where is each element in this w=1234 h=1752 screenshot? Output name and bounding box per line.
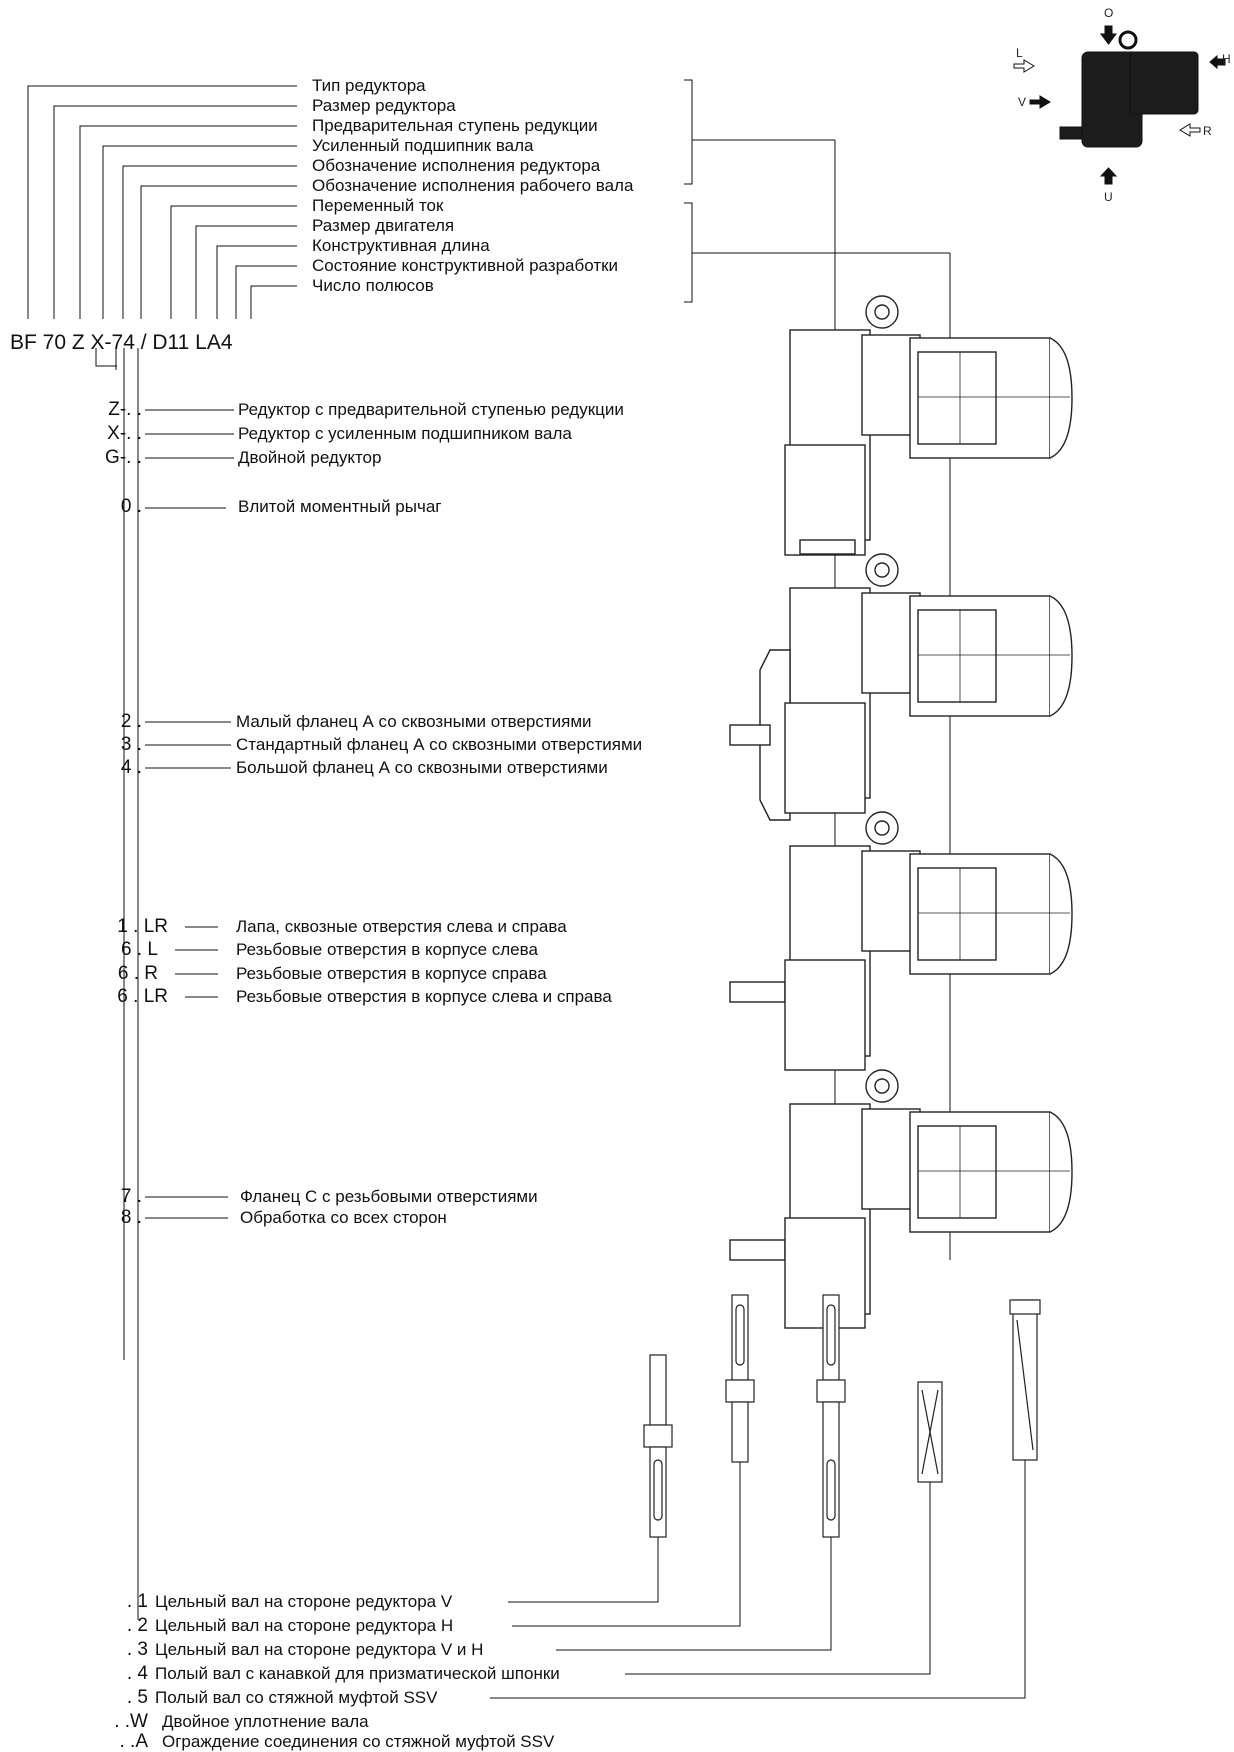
gearmotor-drawing-2 [729, 553, 1073, 821]
option-label: Резьбовые отверстия в корпусе справа [236, 964, 547, 983]
orientation-thumbnail [1059, 30, 1199, 148]
option-label: Резьбовые отверстия в корпусе слева [236, 940, 538, 959]
label-poles: Число полюсов [312, 276, 434, 295]
direction-label-R: R [1203, 124, 1212, 138]
option-label: Ограждение соединения со стяжной муфтой … [162, 1732, 555, 1751]
shaft-drawing-3 [816, 1294, 846, 1538]
label-pre-stage: Предварительная ступень редукции [312, 116, 598, 135]
option-code: 8 . [120, 1207, 142, 1228]
option-label: Фланец С с резьбовыми отверстиями [240, 1187, 538, 1206]
label-gearbox-type: Тип редуктора [312, 76, 426, 95]
label-shaft-design: Обозначение исполнения рабочего вала [312, 176, 634, 195]
option-code: G-. . [105, 447, 142, 468]
label-ac: Переменный ток [312, 196, 444, 215]
option-label: Стандартный фланец А со сквозными отверс… [236, 735, 643, 754]
option-code: 3 . [120, 734, 142, 755]
gearmotor-drawing-3 [729, 811, 1073, 1071]
option-code: 6 . LR [117, 986, 168, 1007]
label-motor-size: Размер двигателя [312, 216, 455, 235]
label-construction-length: Конструктивная длина [312, 236, 490, 255]
option-code: Z-. . [108, 399, 142, 420]
option-label: Редуктор с усиленным подшипником вала [238, 424, 572, 443]
option-label: Цельный вал на стороне редуктора V [155, 1592, 453, 1611]
option-label: Влитой моментный рычаг [238, 497, 442, 516]
option-code: . 2 [126, 1615, 148, 1636]
direction-arrows [1013, 25, 1226, 185]
option-label: Малый фланец А со сквозными отверстиями [236, 712, 592, 731]
direction-label-O: O [1104, 6, 1114, 20]
option-code: 6 . R [117, 963, 158, 984]
label-gearbox-size: Размер редуктора [312, 96, 456, 115]
option-label: Цельный вал на стороне редуктора H [155, 1616, 454, 1635]
option-code: 2 . [120, 711, 142, 732]
shaft-drawing-5 [1009, 1299, 1041, 1461]
label-development-state: Состояние конструктивной разработки [312, 256, 619, 275]
option-code: 4 . [120, 757, 142, 778]
option-label: Двойной редуктор [238, 448, 382, 467]
option-label: Большой фланец А со сквозными отверстиям… [236, 758, 608, 777]
option-label: Полый вал со стяжной муфтой SSV [155, 1688, 438, 1707]
option-label: Обработка со всех сторон [240, 1208, 447, 1227]
option-code: . 3 [126, 1639, 148, 1660]
type-designation: BF 70 Z X-74 / D11 LA4 [10, 331, 233, 354]
option-code: . .W [114, 1711, 148, 1732]
shaft-drawing-2 [725, 1294, 755, 1463]
shaft-drawing-4 [917, 1381, 943, 1483]
option-label: Резьбовые отверстия в корпусе слева и сп… [236, 987, 612, 1006]
direction-label-H: H [1222, 52, 1231, 66]
option-code: . .A [119, 1731, 148, 1752]
option-label: Лапа, сквозные отверстия слева и справа [236, 917, 567, 936]
option-code: . 5 [126, 1687, 148, 1708]
option-code: 6 . L [121, 939, 158, 960]
option-label: Редуктор с предварительной ступенью реду… [238, 400, 624, 419]
label-reinforced-bearing: Усиленный подшипник вала [312, 136, 534, 155]
option-label: Цельный вал на стороне редуктора V и H [155, 1640, 484, 1659]
option-code: X-. . [107, 423, 142, 444]
option-code: . 1 [126, 1591, 148, 1612]
direction-label-U: U [1104, 190, 1113, 204]
option-code: 7 . [120, 1186, 142, 1207]
shaft-drawing-1 [643, 1354, 673, 1538]
direction-label-L: L [1016, 46, 1023, 60]
option-code: 1 . LR [117, 916, 168, 937]
option-code: . 4 [126, 1663, 148, 1684]
option-code: 0 . [120, 496, 142, 517]
option-label: Полый вал с канавкой для призматической … [155, 1664, 560, 1683]
direction-label-V: V [1018, 95, 1027, 109]
option-label: Двойное уплотнение вала [162, 1712, 369, 1731]
gearmotor-drawing-4 [729, 1069, 1073, 1329]
gearmotor-drawing-1 [784, 295, 1073, 556]
label-gearbox-design: Обозначение исполнения редуктора [312, 156, 601, 175]
